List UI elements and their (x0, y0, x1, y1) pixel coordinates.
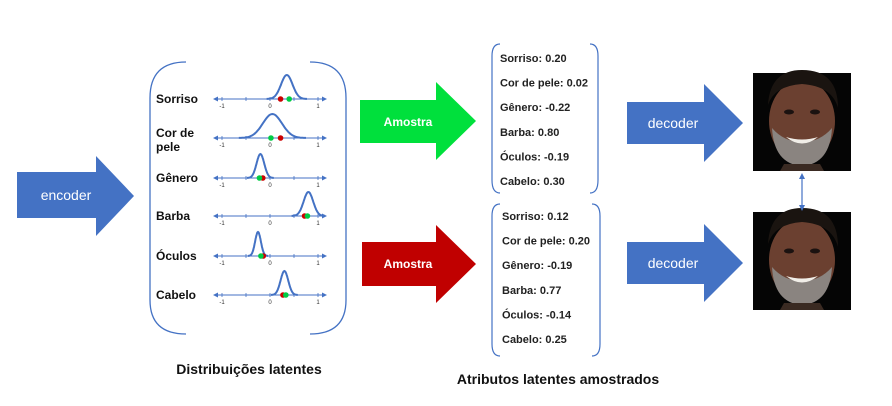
decoder-arrow-bottom: decoder (627, 224, 743, 302)
sample-point-red (277, 135, 284, 141)
tick-label: 0 (268, 300, 272, 306)
distribution-label: Gênero (156, 171, 198, 185)
tick-label: -1 (219, 183, 225, 189)
sampled-caption: Atributos latentes amostrados (457, 371, 659, 387)
amostra-top-label: Amostra (384, 115, 433, 129)
decoder-label-top: decoder (648, 115, 699, 131)
distribution-curve (247, 152, 274, 179)
sample-point-green (268, 135, 274, 141)
sampled-attribute: Barba: 0.77 (502, 285, 561, 297)
sampled-attribute: Cor de pele: 0.02 (500, 78, 588, 90)
tick-label: 1 (316, 261, 320, 267)
distribution-row: Barba -1 0 1 (156, 190, 327, 227)
axis-arrow-left (213, 96, 218, 102)
distribution-curve (247, 230, 269, 257)
sample-point-green (256, 175, 263, 181)
axis-arrow-right (322, 96, 327, 102)
axis-arrow-right (322, 253, 327, 259)
axis-arrow-left (213, 213, 218, 219)
sample-point-green (304, 213, 311, 219)
distribution-curve (271, 269, 298, 296)
distribution-row: Sorriso -1 0 1 (156, 73, 327, 110)
sampled-attribute: Óculos: -0.14 (502, 308, 572, 321)
tick-label: -1 (219, 221, 225, 227)
distribution-label: Óculos (156, 248, 197, 263)
tick-label: 0 (268, 183, 272, 189)
compare-double-arrow (799, 173, 805, 211)
axis-arrow-right (322, 175, 327, 181)
tick-label: 1 (316, 104, 320, 110)
amostra-red-arrow: Amostra (362, 225, 476, 303)
sampled-attribute: Sorriso: 0.12 (502, 211, 569, 223)
axis-arrow-left (213, 253, 218, 259)
tick-label: 0 (268, 221, 272, 227)
sample-point-green (286, 96, 293, 102)
distribution-curve (291, 190, 326, 217)
distribution-label: Sorriso (156, 92, 198, 106)
tick-label: 0 (268, 104, 272, 110)
tick-label: 1 (316, 300, 320, 306)
tick-label: 1 (316, 221, 320, 227)
axis-arrow-right (322, 292, 327, 298)
axis-arrow-left (213, 292, 218, 298)
encoder-arrow: encoder (17, 156, 134, 236)
face-image-bottom (753, 208, 851, 310)
encoder-label: encoder (41, 187, 92, 203)
sample-point-red (277, 96, 284, 102)
decoder-arrow-top: decoder (627, 84, 743, 162)
tick-label: -1 (219, 143, 225, 149)
distributions-caption: Distribuições latentes (176, 361, 322, 377)
tick-label: 0 (268, 143, 272, 149)
sampled-attribute: Óculos: -0.19 (500, 150, 569, 163)
sampled-attribute: Gênero: -0.22 (500, 102, 570, 114)
distribution-row: Cabelo -1 0 1 (156, 269, 327, 306)
amostra-bottom-label: Amostra (384, 257, 433, 271)
axis-arrow-right (322, 135, 327, 141)
tick-label: -1 (219, 261, 225, 267)
sampled-attribute: Sorriso: 0.20 (500, 53, 567, 65)
axis-arrow-left (213, 135, 218, 141)
sample-point-green (258, 253, 264, 259)
tick-label: 0 (268, 261, 272, 267)
sample-point-green (283, 292, 289, 298)
sampled-attribute: Barba: 0.80 (500, 127, 559, 139)
distribution-curve (266, 73, 307, 100)
distribution-row: Óculos -1 0 1 (156, 230, 327, 267)
face-image-top (753, 70, 851, 171)
tick-label: -1 (219, 104, 225, 110)
tick-label: -1 (219, 300, 225, 306)
decoder-label-bottom: decoder (648, 255, 699, 271)
sampled-attribute: Cabelo: 0.25 (502, 334, 567, 346)
sampled-attribute: Cabelo: 0.30 (500, 176, 565, 188)
sampled-attribute: Gênero: -0.19 (502, 260, 572, 272)
sampled-attribute: Cor de pele: 0.20 (502, 236, 590, 248)
axis-arrow-left (213, 175, 218, 181)
distribution-row: Gênero -1 0 1 (156, 152, 327, 189)
distribution-curve (238, 112, 306, 139)
distribution-label: Cabelo (156, 288, 196, 302)
tick-label: 1 (316, 183, 320, 189)
distribution-label: Barba (156, 209, 190, 223)
tick-label: 1 (316, 143, 320, 149)
amostra-green-arrow: Amostra (360, 82, 476, 160)
